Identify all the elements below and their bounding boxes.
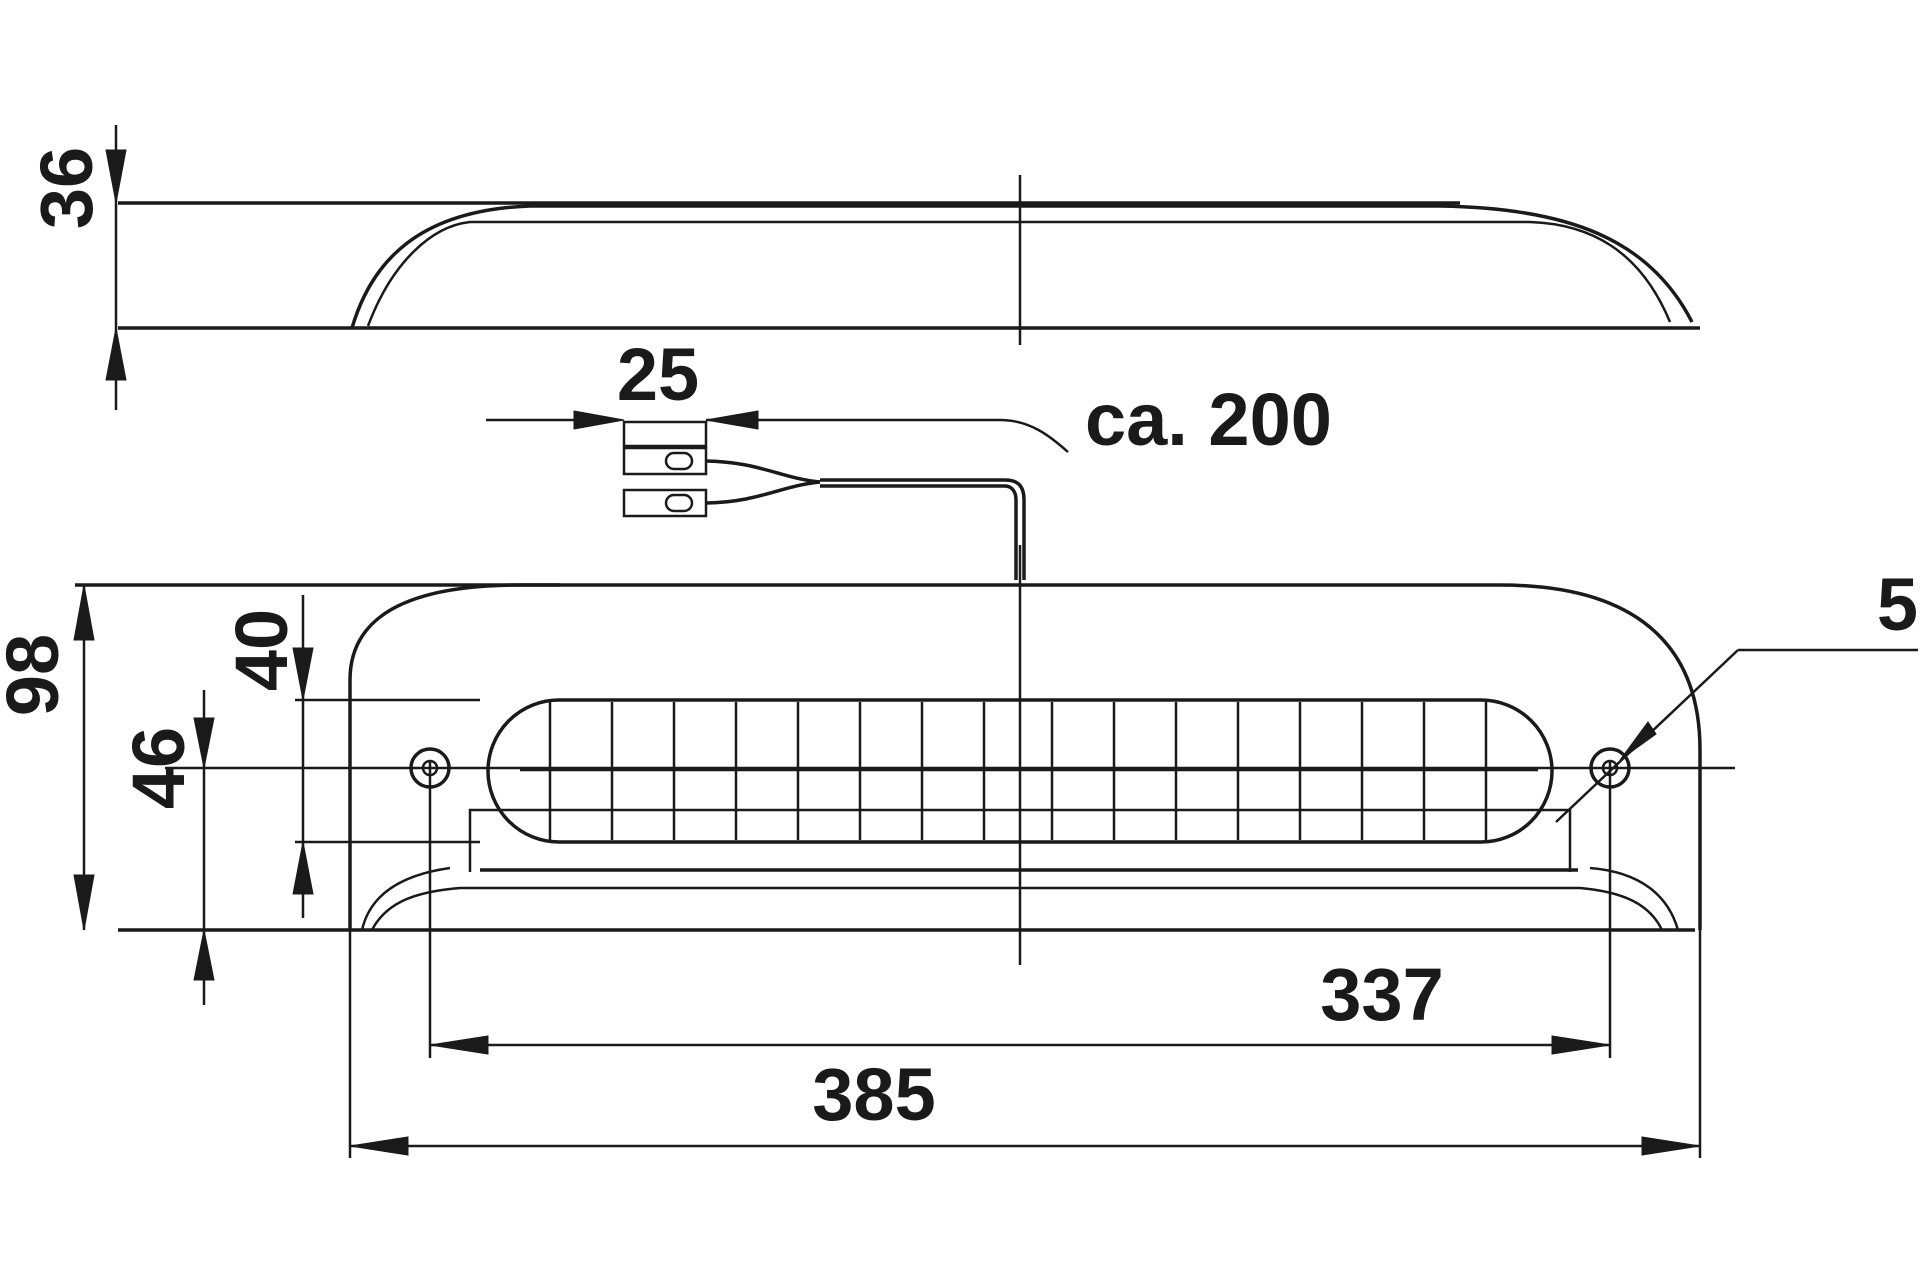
lens-grid bbox=[486, 698, 1554, 844]
dim-screw-label: 5 bbox=[1877, 563, 1918, 646]
side-view bbox=[118, 175, 1700, 345]
cable-connector bbox=[622, 420, 1026, 580]
dim-height-side-label: 36 bbox=[25, 147, 108, 229]
dim-hole-spacing: 337 bbox=[429, 953, 1611, 1055]
lens-grid-lines bbox=[548, 702, 1488, 840]
dim-height-side: 36 bbox=[25, 125, 127, 410]
dim-hole-spacing-label: 337 bbox=[1320, 953, 1443, 1036]
mounting-hole-left bbox=[409, 747, 451, 1058]
mounting-hole-right bbox=[1589, 747, 1631, 1058]
dim-cable-length-label: ca. 200 bbox=[1085, 378, 1332, 461]
dim-total-height-label: 98 bbox=[0, 634, 74, 716]
dim-total-length: 385 bbox=[348, 930, 1702, 1158]
dim-lens-height: 40 bbox=[220, 595, 314, 918]
front-view bbox=[75, 545, 1735, 965]
dim-lens-height-label: 40 bbox=[220, 609, 303, 691]
dim-connector-length: 25 bbox=[486, 333, 759, 430]
dim-mount-height-label: 46 bbox=[117, 727, 200, 809]
dim-total-height: 98 bbox=[0, 584, 95, 931]
dim-cable-length: ca. 200 bbox=[706, 378, 1332, 461]
dim-connector-length-label: 25 bbox=[617, 333, 699, 416]
dim-screw: 5 bbox=[1555, 563, 1918, 823]
dim-total-length-label: 385 bbox=[812, 1053, 935, 1136]
dim-mount-height: 46 bbox=[117, 690, 215, 1005]
